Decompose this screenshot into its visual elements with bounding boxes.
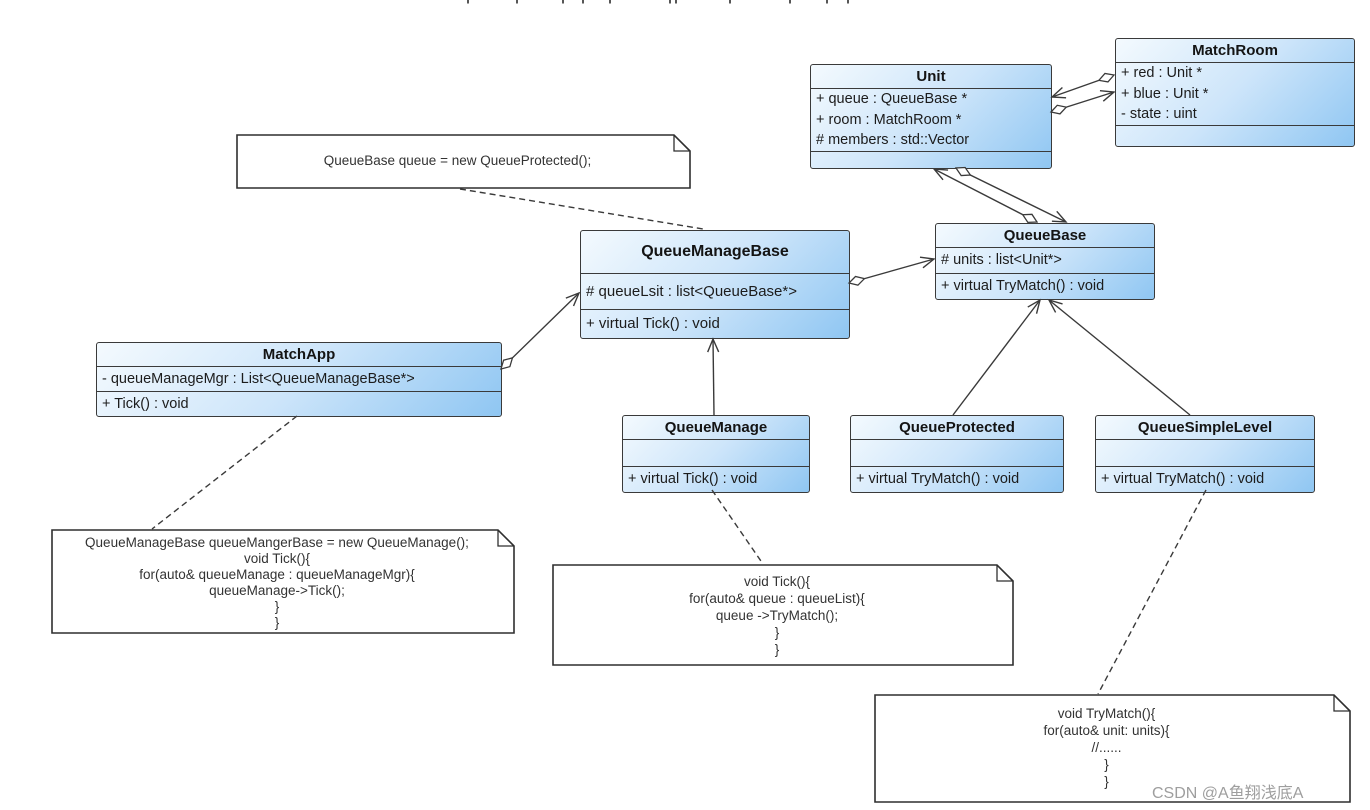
note-code-line: //...... bbox=[1091, 740, 1122, 755]
method-row: + virtual TryMatch() : void bbox=[856, 471, 1020, 487]
note-3-text[interactable]: void Tick(){ for(auto& queue : queueList)… bbox=[559, 573, 995, 658]
attributes-compartment-queueprotected bbox=[851, 440, 1063, 467]
attributes-compartment-queuemanagebase: # queueLsit : list<QueueBase*> bbox=[581, 274, 849, 310]
class-matchroom[interactable]: MatchRoom + red : Unit * + blue : Unit * - … bbox=[1115, 38, 1355, 147]
note-code-line: void Tick(){ bbox=[243, 551, 311, 566]
note-code-line: void TryMatch(){ bbox=[1057, 706, 1156, 721]
class-queuesimplelevel[interactable]: QueueSimpleLevel + virtual TryMatch() : v… bbox=[1095, 415, 1315, 493]
class-title-queuemanagebase: QueueManageBase bbox=[581, 231, 849, 274]
note-code-line: } bbox=[1104, 757, 1109, 772]
class-queuemanage[interactable]: QueueManage + virtual Tick() : void bbox=[622, 415, 810, 493]
attribute-row: # members : std::Vector bbox=[816, 132, 970, 149]
attributes-compartment-matchapp: - queueManageMgr : List<QueueManageBase*… bbox=[97, 367, 501, 392]
method-row: + virtual Tick() : void bbox=[586, 315, 720, 332]
methods-compartment-queuemanage: + virtual Tick() : void bbox=[623, 467, 809, 492]
attributes-compartment-unit: + queue : QueueBase * + room : MatchRoom … bbox=[811, 89, 1051, 152]
note-code-line: QueueManageBase queueMangerBase = new Qu… bbox=[85, 535, 469, 550]
note-code-line: for(auto& queueManage : queueManageMgr){ bbox=[139, 567, 415, 582]
note-code-line: for(auto& unit: units){ bbox=[1043, 723, 1170, 738]
note-code-line: queue ->TryMatch(); bbox=[715, 608, 839, 623]
methods-compartment-queueprotected: + virtual TryMatch() : void bbox=[851, 467, 1063, 492]
class-queuemanagebase[interactable]: QueueManageBase # queueLsit : list<QueueB… bbox=[580, 230, 850, 339]
attribute-row: # queueLsit : list<QueueBase*> bbox=[586, 283, 797, 300]
class-title-unit: Unit bbox=[811, 65, 1051, 89]
method-row: + virtual TryMatch() : void bbox=[1101, 471, 1265, 487]
methods-compartment-queuebase: + virtual TryMatch() : void bbox=[936, 274, 1154, 299]
watermark: CSDN @A鱼翔浅底A bbox=[1152, 785, 1304, 802]
note-code-line: } bbox=[774, 642, 780, 657]
methods-compartment-queuemanagebase: + virtual Tick() : void bbox=[581, 310, 849, 338]
note-code-line: } bbox=[774, 625, 780, 640]
attribute-row: + queue : QueueBase * bbox=[816, 91, 968, 107]
methods-compartment-queuesimplelevel: + virtual TryMatch() : void bbox=[1096, 467, 1314, 492]
note-code-line: for(auto& queue : queueList){ bbox=[689, 591, 865, 606]
class-title-queueprotected: QueueProtected bbox=[851, 416, 1063, 440]
note-1-text[interactable]: QueueBase queue = new QueueProtected(); bbox=[243, 151, 672, 171]
class-unit[interactable]: Unit + queue : QueueBase * + room : MatchR… bbox=[810, 64, 1052, 169]
method-row: + Tick() : void bbox=[102, 396, 189, 412]
class-title-queuemanage: QueueManage bbox=[623, 416, 809, 440]
attribute-row: + blue : Unit * bbox=[1121, 85, 1209, 102]
note-4-text[interactable]: void TryMatch(){ for(auto& unit: units){ /… bbox=[881, 705, 1332, 790]
note-code-line: queueManage->Tick(); bbox=[209, 583, 345, 598]
attribute-row: + room : MatchRoom * bbox=[816, 111, 962, 128]
attribute-row: - queueManageMgr : List<QueueManageBase*… bbox=[102, 371, 415, 387]
class-queueprotected[interactable]: QueueProtected + virtual TryMatch() : voi… bbox=[850, 415, 1064, 493]
class-matchapp[interactable]: MatchApp - queueManageMgr : List<QueueMan… bbox=[96, 342, 502, 417]
note-code-line: } bbox=[274, 615, 280, 630]
note-code-line: } bbox=[274, 599, 280, 614]
class-title-queuesimplelevel: QueueSimpleLevel bbox=[1096, 416, 1314, 440]
class-title-matchapp: MatchApp bbox=[97, 343, 501, 367]
note-2-text[interactable]: QueueManageBase queueMangerBase = new Qu… bbox=[58, 535, 496, 631]
method-row: + virtual Tick() : void bbox=[628, 471, 758, 487]
attributes-compartment-matchroom: + red : Unit * + blue : Unit * - state : u… bbox=[1116, 63, 1354, 126]
attributes-compartment-queuemanage bbox=[623, 440, 809, 467]
attribute-row: + red : Unit * bbox=[1121, 65, 1202, 81]
class-title-queuebase: QueueBase bbox=[936, 224, 1154, 248]
attributes-compartment-queuebase: # units : list<Unit*> bbox=[936, 248, 1154, 274]
note-code-line: QueueBase queue = new QueueProtected(); bbox=[323, 153, 592, 168]
attribute-row: - state : uint bbox=[1121, 106, 1197, 123]
class-queuebase[interactable]: QueueBase # units : list<Unit*> + virtual … bbox=[935, 223, 1155, 300]
class-title-matchroom: MatchRoom bbox=[1116, 39, 1354, 63]
note-code-line: void Tick(){ bbox=[743, 574, 811, 589]
methods-compartment-matchapp: + Tick() : void bbox=[97, 392, 501, 416]
attributes-compartment-queuesimplelevel bbox=[1096, 440, 1314, 467]
attribute-row: # units : list<Unit*> bbox=[941, 252, 1062, 268]
method-row: + virtual TryMatch() : void bbox=[941, 278, 1105, 294]
